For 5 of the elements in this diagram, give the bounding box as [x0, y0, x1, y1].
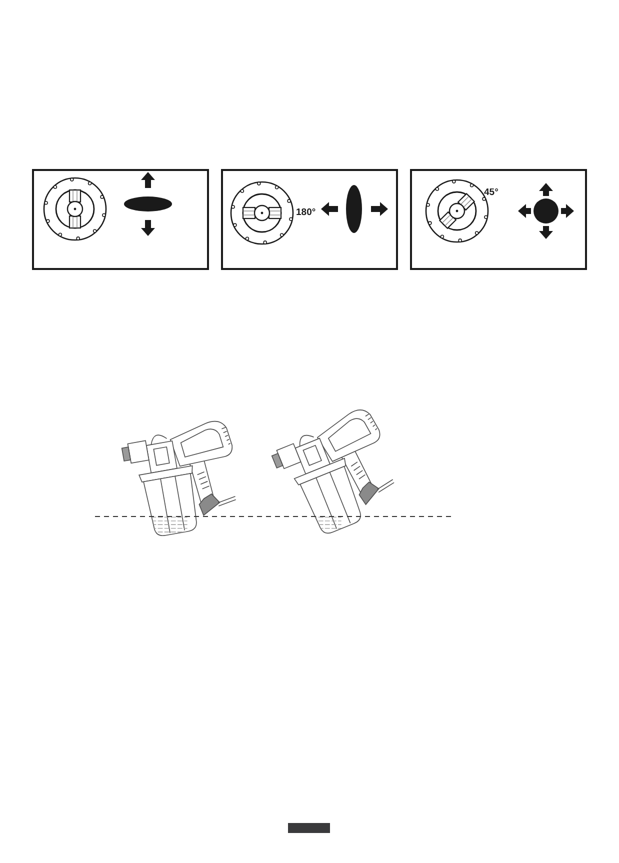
setting-panel [221, 169, 398, 270]
angle-label: 45° [484, 188, 498, 198]
setting-panel [32, 169, 209, 270]
setting-panel [410, 169, 587, 270]
angle-label: 180° [296, 208, 316, 218]
